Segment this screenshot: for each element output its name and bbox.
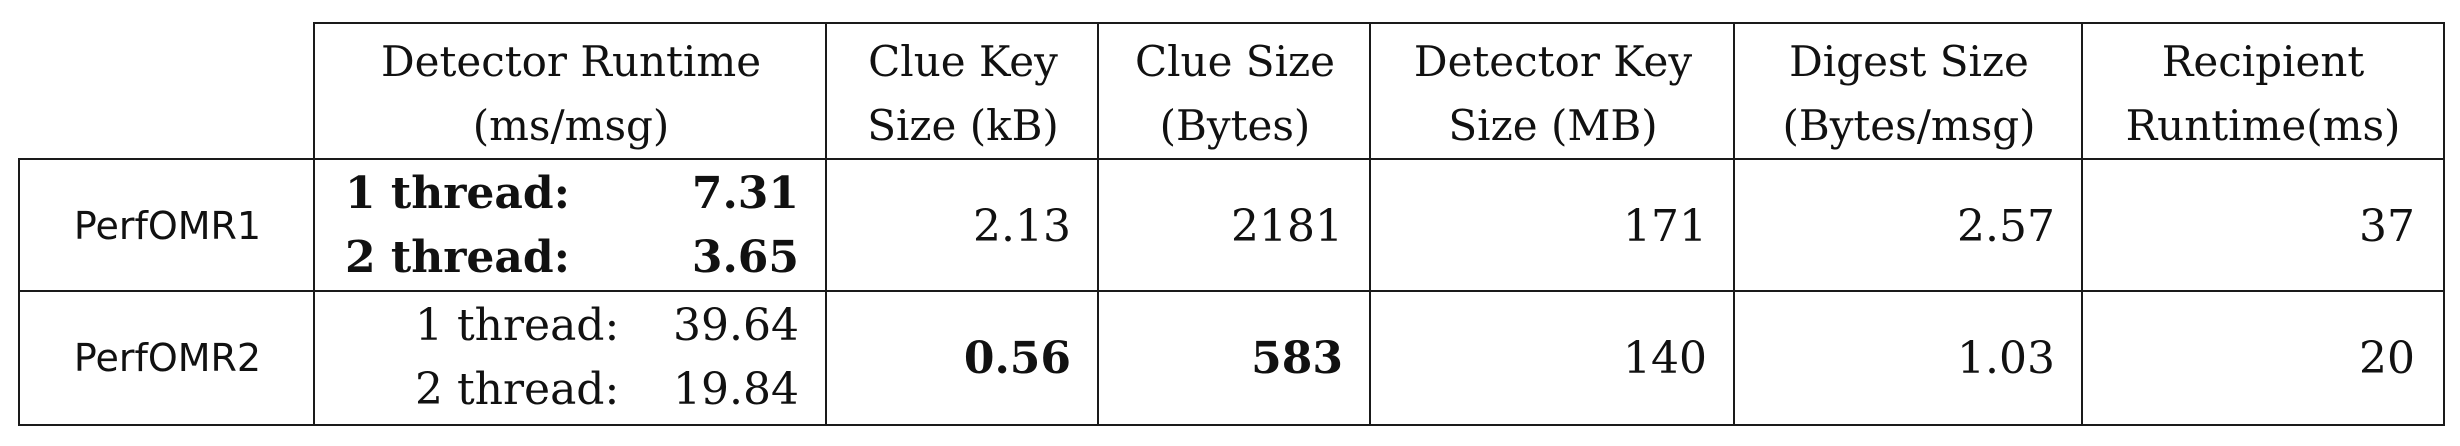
clue-size-cell: 2181 — [1097, 158, 1371, 292]
digest-size-cell: 1.03 — [1733, 290, 2083, 426]
recipient-runtime-cell: 37 — [2081, 158, 2445, 292]
header-digest-size: Digest Size (Bytes/msg) — [1733, 22, 2083, 160]
runtime-line: 2 thread: 3.65 — [345, 232, 799, 283]
header-recipient-runtime: Recipient Runtime(ms) — [2081, 22, 2445, 160]
clue-key-size-cell: 2.13 — [825, 158, 1099, 292]
row-label-perfomr1: PerfOMR1 — [18, 158, 315, 292]
runtime-line: 1 thread: 39.64 — [415, 300, 799, 351]
detector-runtime-cell: 1 thread: 7.31 2 thread: 3.65 — [313, 158, 827, 292]
recipient-runtime-cell: 20 — [2081, 290, 2445, 426]
digest-size-cell: 2.57 — [1733, 158, 2083, 292]
runtime-line: 1 thread: 7.31 — [345, 168, 799, 219]
detector-key-size-cell: 171 — [1369, 158, 1735, 292]
detector-key-size-cell: 140 — [1369, 290, 1735, 426]
row-label-perfomr2: PerfOMR2 — [18, 290, 315, 426]
runtime-line: 2 thread: 19.84 — [415, 364, 799, 415]
clue-size-cell: 583 — [1097, 290, 1371, 426]
header-clue-size: Clue Size (Bytes) — [1097, 22, 1371, 160]
detector-runtime-cell: 1 thread: 39.64 2 thread: 19.84 — [313, 290, 827, 426]
clue-key-size-cell: 0.56 — [825, 290, 1099, 426]
header-detector-key-size: Detector Key Size (MB) — [1369, 22, 1735, 160]
header-detector-runtime: Detector Runtime (ms/msg) — [313, 22, 827, 160]
header-clue-key-size: Clue Key Size (kB) — [825, 22, 1099, 160]
